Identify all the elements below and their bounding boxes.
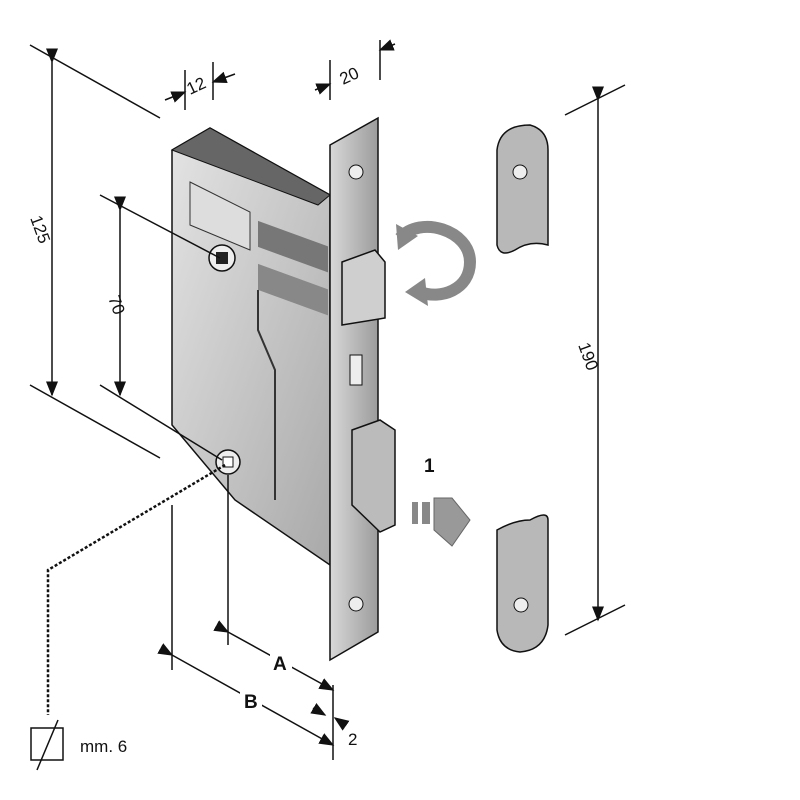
square-spindle-icon	[30, 719, 64, 771]
dim-backset-b: B	[244, 692, 258, 713]
dim-faceplate-width: 20	[337, 63, 362, 88]
latch-direction-label: 1	[424, 456, 435, 477]
faceplate	[329, 116, 379, 662]
strike-plate-bottom	[496, 514, 549, 653]
direction-arrow-icon	[412, 497, 471, 547]
dim-handle-to-key: 70	[104, 293, 128, 317]
dim-overall-height: 125	[26, 213, 54, 246]
reversible-latch-icon	[395, 220, 477, 306]
key-spindle-hole	[215, 449, 241, 475]
deadbolt	[351, 419, 396, 533]
spindle-size-label: mm. 6	[80, 737, 127, 756]
handle-spindle-hole	[208, 244, 236, 272]
dim-body-thickness: 12	[184, 73, 209, 98]
dim-latch-offset: 2	[348, 730, 357, 749]
latch-bolt	[341, 249, 386, 326]
strike-plate-top	[496, 124, 549, 254]
dimension-lines	[29, 39, 626, 760]
lock-body	[170, 127, 331, 567]
dim-backset-a: A	[273, 654, 287, 675]
